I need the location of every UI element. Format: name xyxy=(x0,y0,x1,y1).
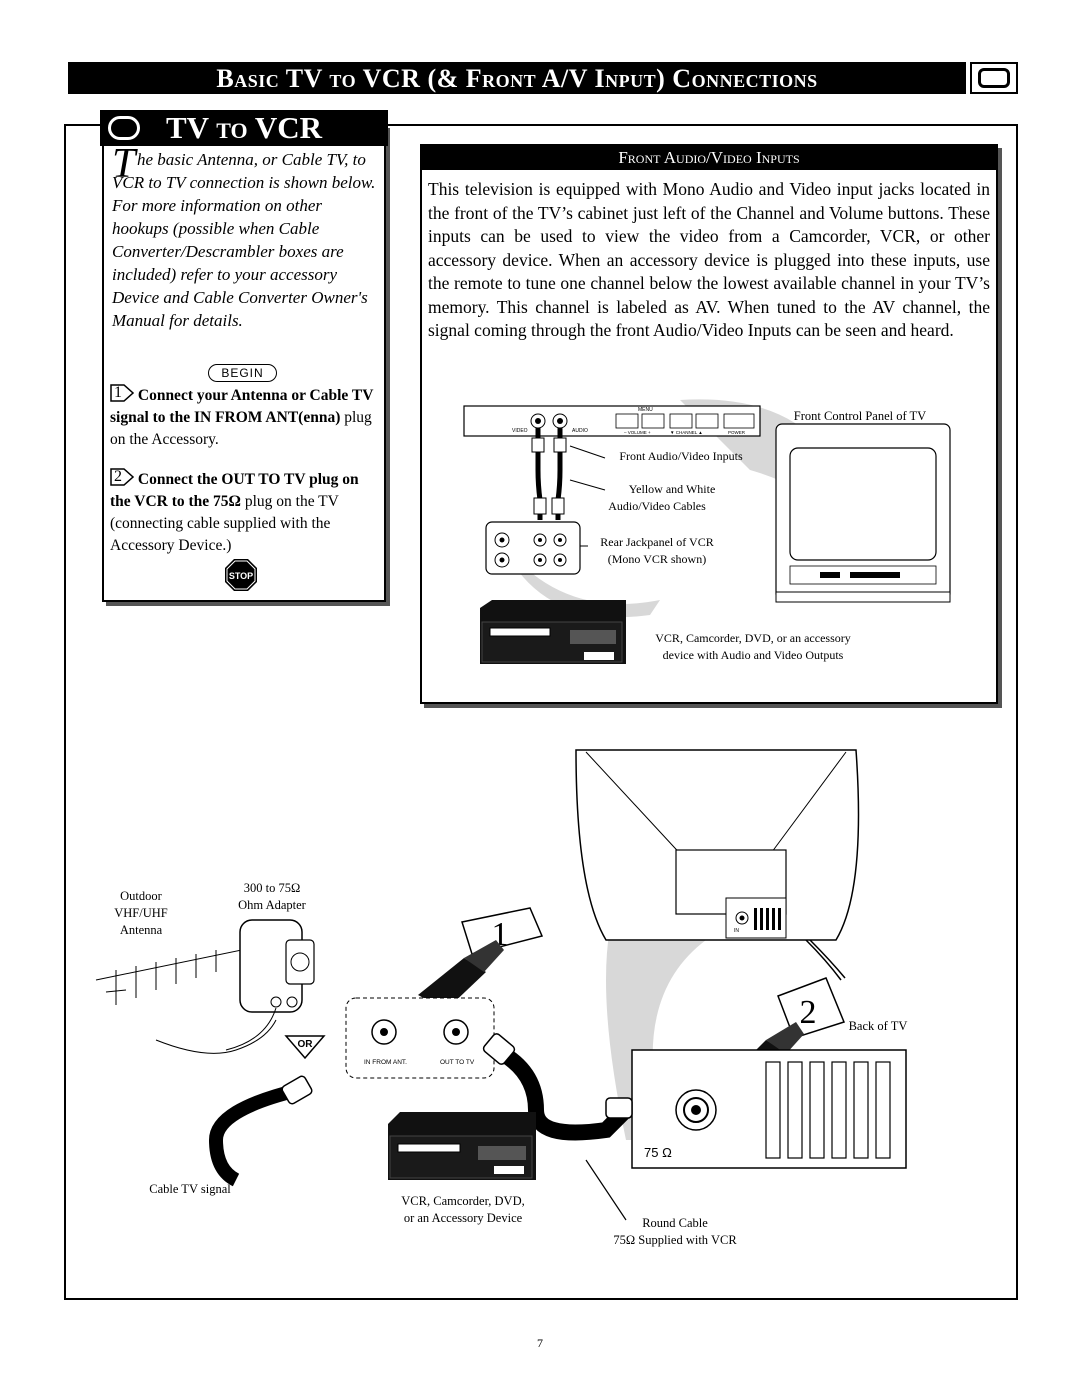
step-bold-text: Connect the OUT TO TV plug on the VCR to… xyxy=(110,471,359,510)
antenna-caption-line1: Outdoor xyxy=(120,889,162,903)
tv-icon xyxy=(970,62,1018,94)
step-arrow-icon: 1 xyxy=(110,384,135,402)
front-av-title: Front Audio/Video Inputs xyxy=(618,148,800,167)
callout-2: 2 xyxy=(800,994,817,1031)
tv-to-vcr-panel xyxy=(102,124,386,602)
menu-label: MENU xyxy=(638,407,653,413)
intro-text: he basic Antenna, or Cable TV, to VCR to… xyxy=(112,150,376,330)
front-av-paragraph: This television is equipped with Mono Au… xyxy=(428,179,990,340)
antenna-icon xyxy=(95,944,277,1054)
stop-sign-icon: STOP xyxy=(224,558,258,592)
volume-label: – VOLUME + xyxy=(624,430,651,435)
front-av-illustration: VIDEO AUDIO MENU – VOLUME + ▼ CHANNEL ▲ … xyxy=(463,399,951,664)
vcr-diagram-caption-line2: or an Accessory Device xyxy=(403,1211,523,1225)
round-cable xyxy=(492,1042,632,1141)
in-from-ant-label: IN FROM ANT. xyxy=(364,1059,407,1066)
connection-diagram: IN 1 2 75 Ω OR IN FROM ANT. xyxy=(95,749,907,1221)
antenna-caption-line2: VHF/UHF xyxy=(114,906,168,920)
step-number: 1 xyxy=(114,384,122,401)
tv-jack-label: IN xyxy=(734,928,739,934)
adapter-caption-line1: 300 to 75Ω xyxy=(243,881,301,895)
round-cable-caption-line1: Round Cable xyxy=(642,1216,708,1230)
step-arrow-icon: 2 xyxy=(110,468,135,486)
vcr-caption-line2: device with Audio and Video Outputs xyxy=(662,648,844,662)
page-number: 7 xyxy=(537,1336,543,1350)
main-frame xyxy=(64,124,1018,1300)
begin-badge: BEGIN xyxy=(208,364,277,382)
vcr-jack-enlargement xyxy=(345,997,495,1079)
vcr-caption-line1: VCR, Camcorder, DVD, or an accessory xyxy=(655,631,851,645)
callout-1-shape xyxy=(461,907,544,955)
pointer-line xyxy=(569,479,606,491)
stop-label: STOP xyxy=(229,571,253,581)
section-title: TV to VCR xyxy=(166,110,322,145)
rear-jack-caption-line2: (Mono VCR shown) xyxy=(607,552,707,566)
antenna-caption-line3: Antenna xyxy=(119,923,163,937)
back-of-tv-caption: Back of TV xyxy=(848,1019,908,1033)
or-sign-shape xyxy=(284,1035,326,1060)
channel-label: ▼ CHANNEL ▲ xyxy=(670,430,703,435)
title-bar: Basic TV to VCR (& Front A/V Input) Conn… xyxy=(68,62,966,94)
round-cable-caption-line2: 75Ω Supplied with VCR xyxy=(613,1233,737,1247)
pointer-line xyxy=(569,445,606,459)
intro-dropcap: T xyxy=(112,141,136,187)
front-control-panel-caption: Front Control Panel of TV xyxy=(793,409,927,423)
step-2: 2 Connect the OUT TO TV plug on the VCR … xyxy=(110,468,380,557)
video-label: VIDEO xyxy=(512,428,528,434)
rear-jack-caption-line1: Rear Jackpanel of VCR xyxy=(600,535,714,549)
step-bold-text: Connect your Antenna or Cable TV signal … xyxy=(110,387,374,426)
75-ohm-label: 75 Ω xyxy=(644,1145,672,1160)
vcr-diagram-caption-line1: VCR, Camcorder, DVD, xyxy=(401,1194,525,1208)
page-title: Basic TV to VCR (& Front A/V Input) Conn… xyxy=(216,64,818,93)
tv-back-icon xyxy=(575,749,860,941)
tv-to-vcr-tab: TV to VCR xyxy=(100,110,388,146)
pointing-hand-icon xyxy=(418,958,486,1010)
step-1: 1 Connect your Antenna or Cable TV signa… xyxy=(110,384,380,451)
front-av-header: Front Audio/Video Inputs xyxy=(420,144,998,170)
audio-label: AUDIO xyxy=(572,428,588,434)
or-label: OR xyxy=(298,1039,314,1050)
sweep-arrow-shape xyxy=(606,880,706,1140)
tv-screen xyxy=(789,447,937,561)
coax-connector-icon xyxy=(108,116,140,140)
out-to-tv-label: OUT TO TV xyxy=(440,1059,475,1066)
cables-caption-line2: Audio/Video Cables xyxy=(608,499,706,513)
tv-screen-shape xyxy=(978,68,1010,88)
front-av-inputs-caption: Front Audio/Video Inputs xyxy=(619,449,743,463)
cable-tv-cable xyxy=(208,1083,300,1187)
step-text: plug on the TV (connecting cable supplie… xyxy=(110,493,339,554)
step-number: 2 xyxy=(114,468,122,485)
power-label: POWER xyxy=(728,430,746,435)
cables-caption-line1: Yellow and White xyxy=(628,482,716,496)
adapter-caption-line2: Ohm Adapter xyxy=(238,898,306,912)
step-text: plug on the Accessory. xyxy=(110,409,372,448)
cable-tv-caption: Cable TV signal xyxy=(149,1182,231,1196)
